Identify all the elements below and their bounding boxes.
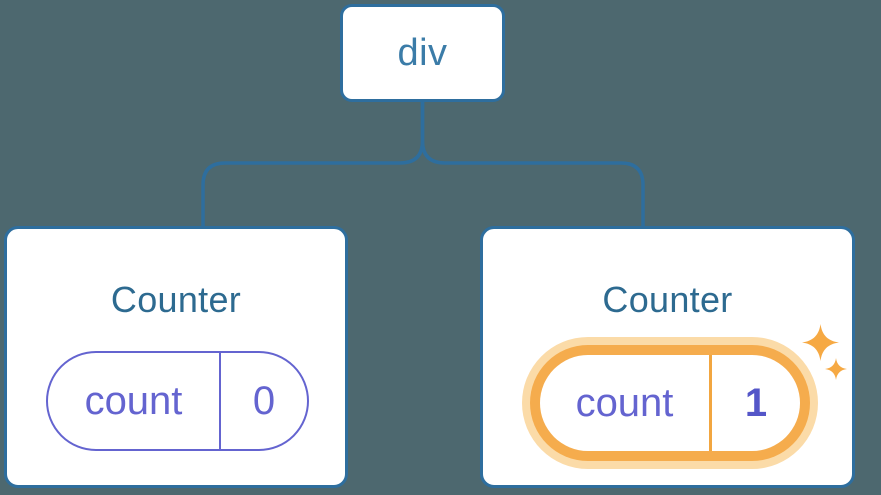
sparkle-icon [802,324,839,361]
state-value: 0 [252,378,276,423]
connector-root-to-left-counter [201,101,425,228]
state-key-label: count [48,353,221,449]
counter-node-right: Counter count 1 [480,226,855,488]
root-node-label: div [397,31,448,74]
root-node-div: div [340,4,505,102]
counter-left-title: Counter [110,279,242,320]
state-value: 1 [744,380,768,425]
sparkle-icon [825,358,847,380]
counter-right-state-pill-highlighted: count 1 [540,355,800,451]
counter-node-left: Counter count 0 [4,226,348,488]
connector-root-to-right-counter [420,101,645,228]
counter-left-state-pill: count 0 [46,351,309,451]
counter-right-title: Counter [602,279,733,320]
state-key-label: count [540,355,712,451]
